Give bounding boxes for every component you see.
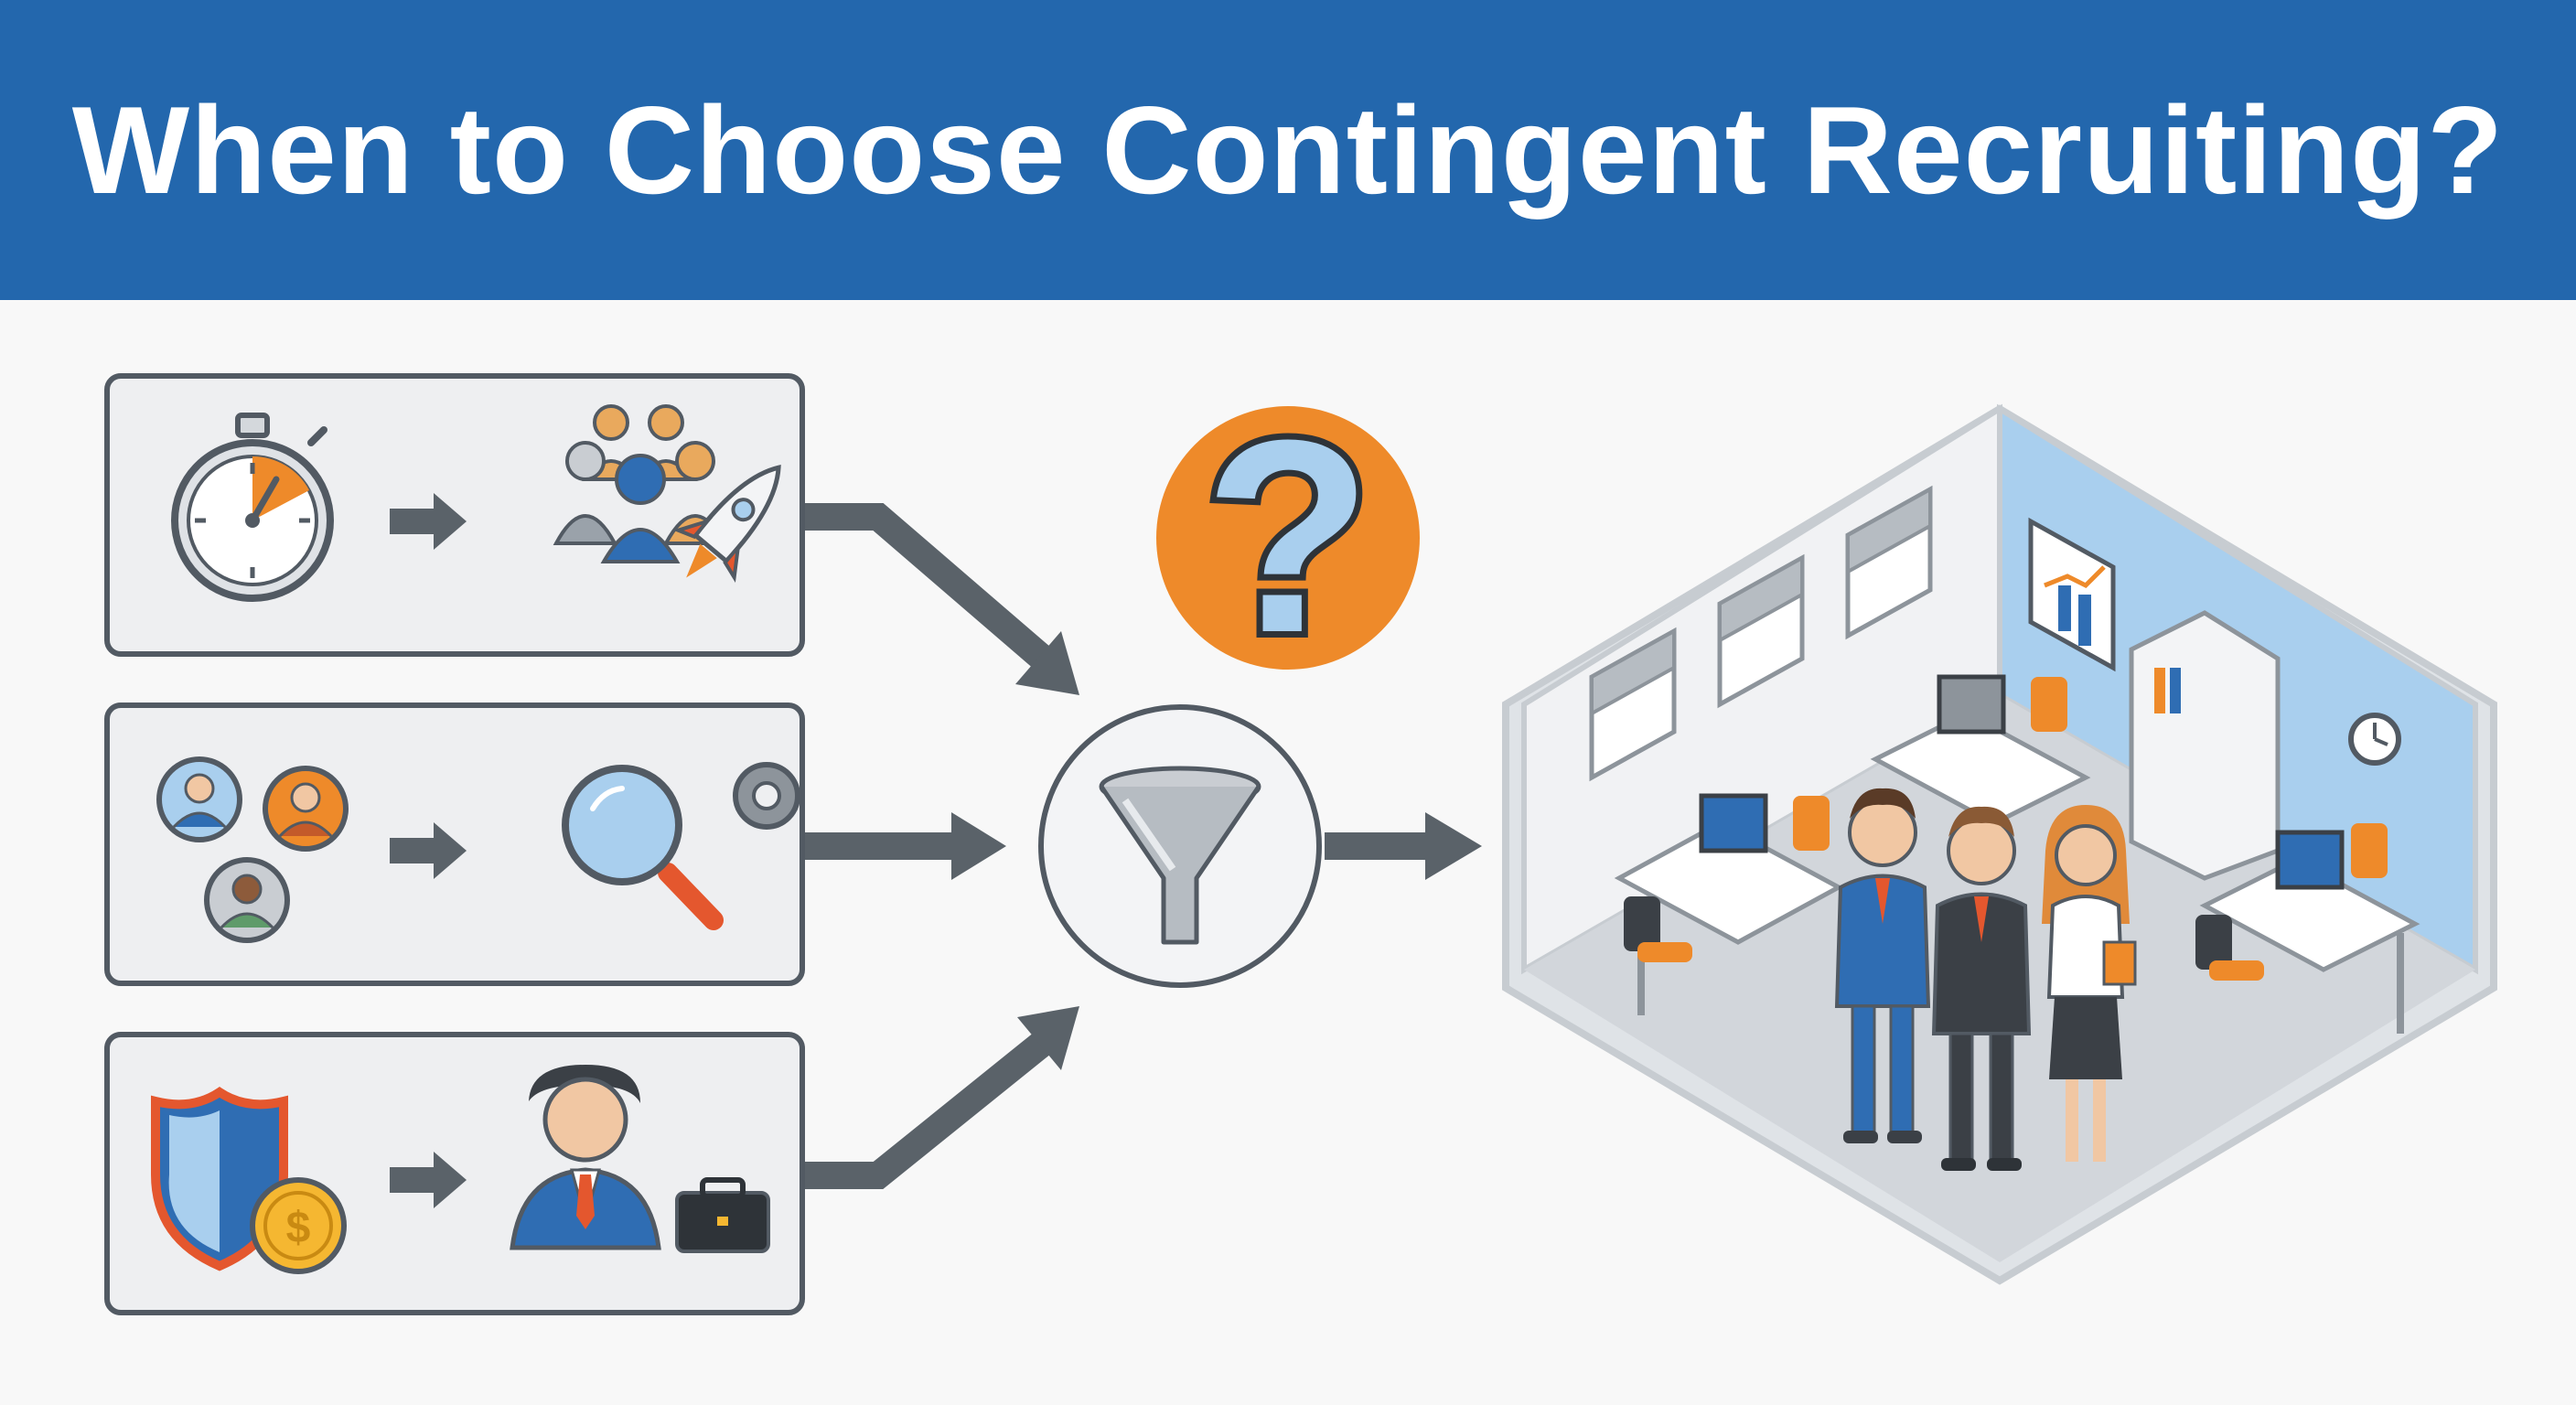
businessman-blue-suit: [1834, 788, 1931, 1143]
funnel-icon: [1038, 704, 1322, 988]
bookcase-icon: [2129, 610, 2281, 881]
question-mark-icon: ?: [1156, 376, 1420, 696]
isometric-office-team-icon: [1502, 403, 2497, 1285]
budget-card: $: [104, 1032, 805, 1315]
arrow-right-icon: [390, 1152, 467, 1208]
arrow-right-icon: [390, 822, 467, 879]
specialized-search-card: [104, 702, 805, 986]
team-rocket-icon: [553, 404, 781, 584]
office-chairs: [1624, 677, 2388, 981]
speed-card: [104, 373, 805, 657]
desks: [1614, 674, 2420, 1034]
businessman-gray-suit: [1931, 806, 2032, 1171]
search-gear-icon: [562, 762, 800, 930]
svg-text:?: ?: [1204, 382, 1371, 690]
stopwatch-icon: [171, 413, 334, 602]
candidate-avatars-icon: [156, 756, 349, 943]
window-blinds: [1589, 485, 1933, 782]
arrow-right-icon: [390, 493, 467, 550]
wall-chart-icon: [2028, 517, 2116, 672]
svg-text:$: $: [286, 1204, 311, 1252]
title-banner: When to Choose Contingent Recruiting?: [0, 0, 2576, 300]
page-title: When to Choose Contingent Recruiting?: [71, 80, 2505, 220]
shield-coin-icon: $: [151, 1086, 347, 1274]
connector-arrows: [805, 503, 1482, 1189]
businesswoman-with-folder: [2042, 805, 2137, 1162]
businessman-briefcase-icon: [510, 1065, 770, 1253]
